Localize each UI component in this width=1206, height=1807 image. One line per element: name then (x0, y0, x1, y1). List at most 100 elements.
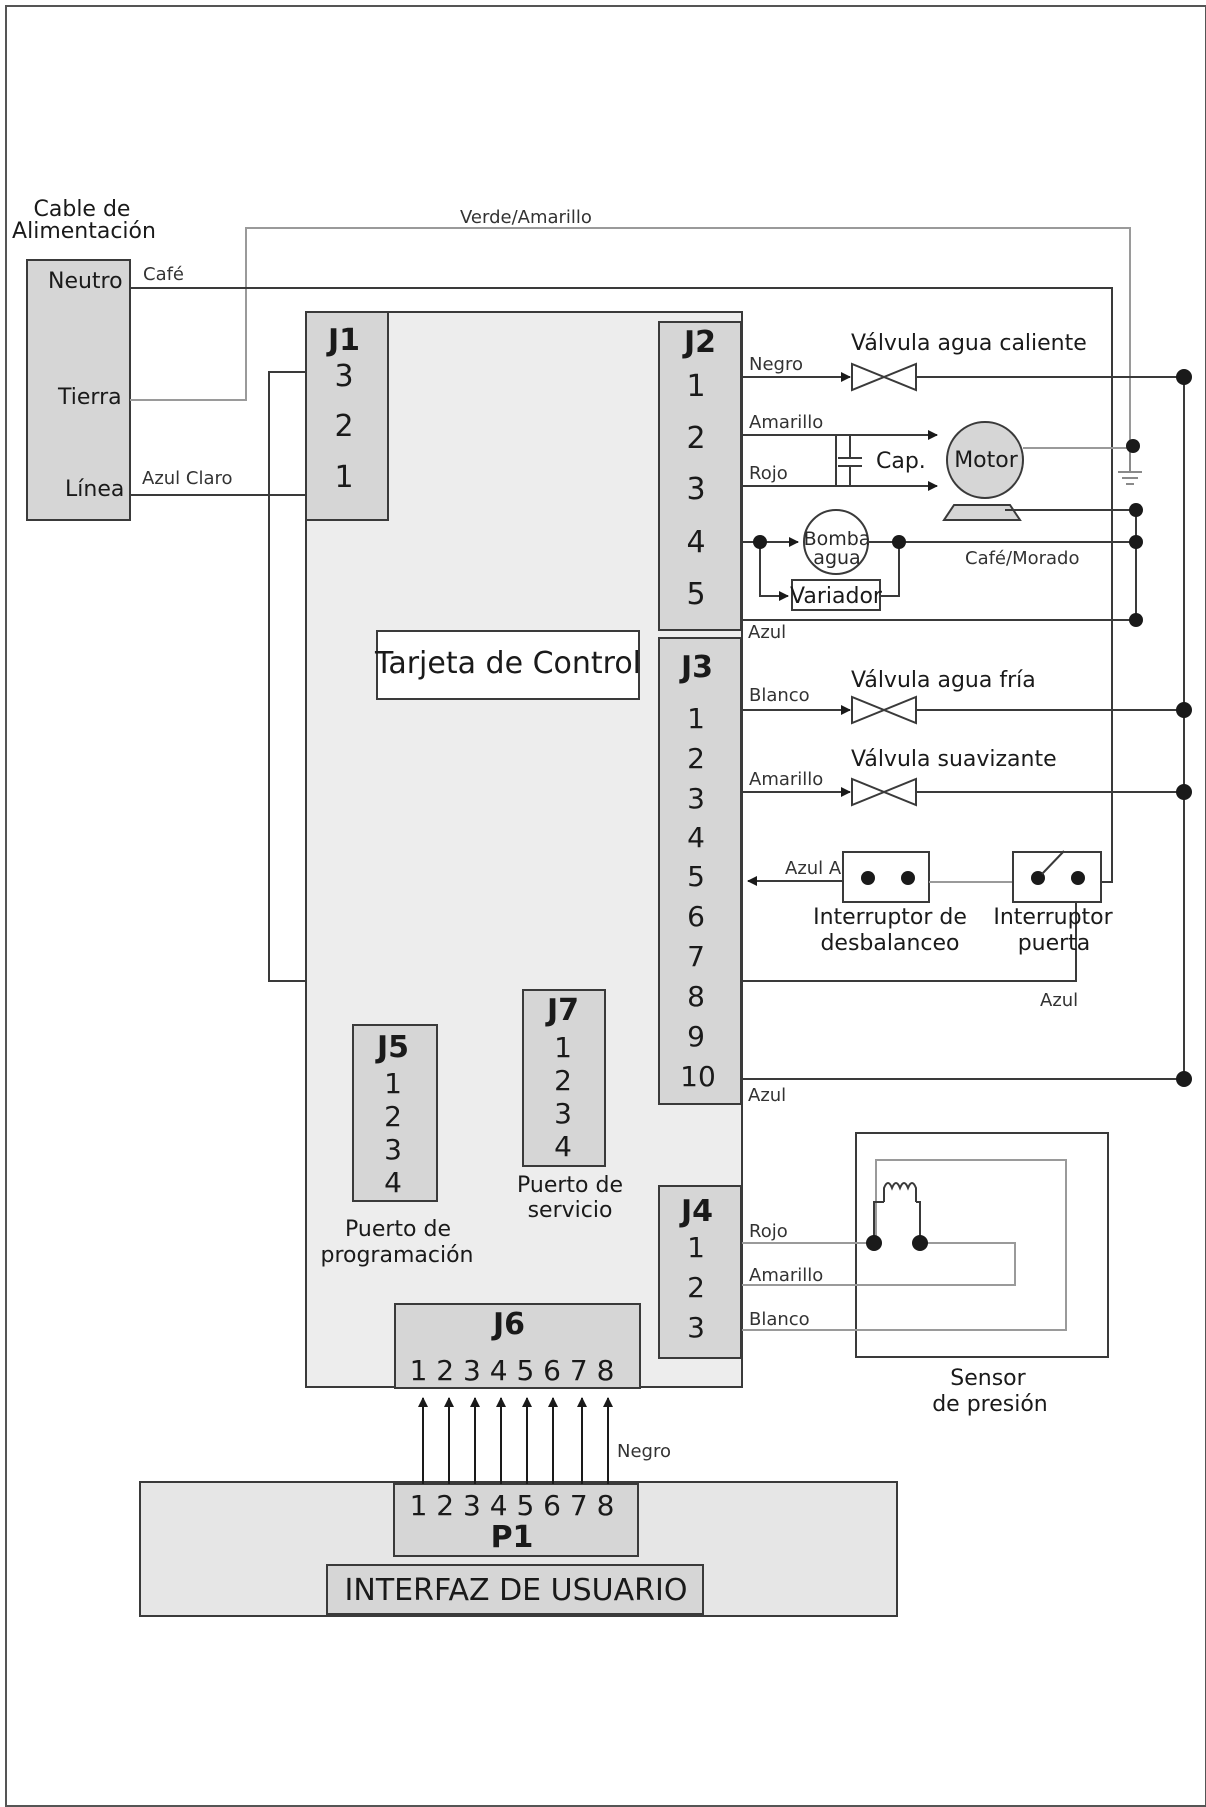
j2-pin5-label: Azul (748, 622, 786, 643)
door-switch-label-2: puerta (1018, 931, 1091, 956)
j4-label: J4 (679, 1194, 713, 1229)
user-interface-title-box (326, 1564, 704, 1615)
ground-wire-label: Verde/Amarillo (460, 207, 592, 228)
cold-valve-wire-label: Blanco (749, 685, 810, 706)
junction-dot (1176, 784, 1192, 800)
ground-wire (130, 227, 1131, 440)
j3-pin: 3 (687, 782, 705, 815)
j3-pin10-label: Azul (748, 1085, 786, 1106)
motor-symbol (942, 421, 1024, 521)
page-frame (5, 5, 1206, 1807)
user-interface-title: INTERFAZ DE USUARIO (345, 1573, 688, 1608)
junction-dot (1176, 702, 1192, 718)
ribbon-cable (418, 1397, 613, 1484)
j1-j3-loop-wire (268, 371, 1077, 982)
j7-caption-2: servicio (528, 1198, 613, 1223)
pressure-sensor-label-2: de presión (932, 1392, 1048, 1417)
junction-dot (1126, 439, 1140, 453)
motor-label: Motor (954, 448, 1019, 473)
softener-valve-symbol (851, 777, 917, 807)
j3-pin: 4 (687, 821, 705, 854)
p1-label: P1 (491, 1520, 534, 1555)
j3-pin: 6 (687, 900, 705, 933)
power-cable-box (26, 259, 131, 521)
j3-pin: 8 (687, 980, 705, 1013)
j7-label: J7 (545, 993, 579, 1028)
j4-pin: 1 (687, 1231, 705, 1264)
j5-pin: 1 (384, 1067, 402, 1100)
junction-dot (1129, 613, 1143, 627)
sensor-contact (912, 1235, 928, 1251)
pump-label-1: Bomba (804, 528, 871, 550)
switch-contact (1031, 871, 1045, 885)
power-cable-title-2: Alimentación (12, 219, 156, 244)
junction-dot (1129, 503, 1143, 517)
door-switch (1012, 851, 1102, 903)
neutral-label: Neutro (48, 269, 123, 294)
j3-pin: 9 (687, 1020, 705, 1053)
p1-connector (393, 1483, 639, 1557)
j6-pins: 1 2 3 4 5 6 7 8 (410, 1354, 615, 1387)
switch-contact (901, 871, 915, 885)
junction-dot (892, 535, 906, 549)
j2-pin: 3 (686, 472, 705, 507)
sensor-wire-3 (742, 1159, 1067, 1331)
j6-connector (394, 1303, 641, 1389)
sensor-wire-1-label: Rojo (749, 1221, 788, 1242)
pressure-sensor-label-1: Sensor (950, 1366, 1026, 1391)
j4-pin: 3 (687, 1311, 705, 1344)
p1-pins: 1 2 3 4 5 6 7 8 (410, 1489, 615, 1522)
cold-valve-symbol (851, 695, 917, 725)
j7-pin: 3 (554, 1097, 572, 1130)
sensor-coil (873, 1182, 921, 1237)
j5-pin: 2 (384, 1100, 402, 1133)
j7-pin: 2 (554, 1064, 572, 1097)
j7-pin: 4 (554, 1130, 572, 1163)
j3-label: J3 (679, 650, 713, 685)
j3-pin: 7 (687, 940, 705, 973)
capacitor-label: Cap. (876, 449, 926, 474)
j4-pin: 2 (687, 1271, 705, 1304)
unbalance-switch-label-2: desbalanceo (820, 931, 959, 956)
dimmer-wire-out (880, 542, 900, 597)
neutral-wire-label: Café (143, 264, 184, 285)
hot-valve-wire-label: Negro (749, 354, 803, 375)
junction-dot (1176, 1071, 1192, 1087)
sensor-wire-2 (742, 1242, 1016, 1286)
unbalance-switch-label-1: Interruptor de (813, 905, 967, 930)
pressure-sensor-box (855, 1132, 1109, 1358)
pump-return-label: Café/Morado (965, 548, 1080, 569)
j7-pin: 1 (554, 1031, 572, 1064)
junction-dot (1129, 535, 1143, 549)
j5-pin: 3 (384, 1133, 402, 1166)
door-wire-label: Azul (1040, 990, 1078, 1011)
power-cable-title-1: Cable de (34, 197, 131, 222)
softener-valve-wire-label: Amarillo (749, 769, 823, 790)
softener-valve-label: Válvula suavizante (851, 747, 1057, 772)
j2-pin: 4 (686, 525, 705, 560)
unbalance-switch (842, 851, 930, 903)
ui-black-wire-label: Negro (617, 1441, 671, 1462)
j2-connector (658, 321, 742, 631)
dimmer-label: Variador (790, 584, 883, 609)
motor-wire-1-label: Amarillo (749, 412, 823, 433)
j2-pin: 1 (686, 369, 705, 404)
line-label: Línea (65, 477, 124, 502)
j3-connector (658, 637, 742, 1105)
j2-pin: 2 (686, 421, 705, 456)
junction-dot (1176, 369, 1192, 385)
j1-pin: 3 (334, 359, 353, 394)
sensor-wire-2-label: Amarillo (749, 1265, 823, 1286)
capacitor-symbol (835, 435, 862, 486)
j5-label: J5 (375, 1030, 409, 1065)
hot-valve-label: Válvula agua caliente (851, 331, 1087, 356)
j5-caption-2: programación (320, 1243, 473, 1268)
j6-label: J6 (491, 1307, 525, 1342)
door-switch-blade (1041, 850, 1065, 875)
door-switch-label-1: Interruptor (993, 905, 1113, 930)
control-board-title: Tarjeta de Control (374, 646, 641, 681)
j5-pin: 4 (384, 1166, 402, 1199)
j2-pin: 5 (686, 577, 705, 612)
j3-pin: 5 (687, 860, 705, 893)
